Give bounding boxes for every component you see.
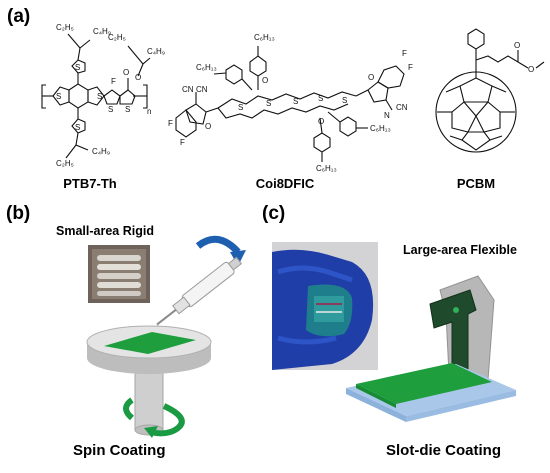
svg-text:S: S xyxy=(293,97,298,106)
svg-text:F: F xyxy=(402,49,407,58)
svg-text:CN: CN xyxy=(182,85,194,94)
svg-text:S: S xyxy=(125,105,130,114)
svg-text:O: O xyxy=(135,73,141,82)
svg-text:S: S xyxy=(238,103,243,112)
svg-text:C₄H₉: C₄H₉ xyxy=(147,47,165,56)
small-rigid-device-photo xyxy=(88,245,150,303)
svg-text:C₂H₅: C₂H₅ xyxy=(56,23,74,32)
panel-label-a: (a) xyxy=(7,6,31,27)
svg-text:CN: CN xyxy=(196,85,208,94)
svg-text:S: S xyxy=(108,105,113,114)
molecule-name-ptb7-th: PTB7-Th xyxy=(63,176,117,191)
small-area-rigid-title: Small-area Rigid xyxy=(56,224,154,238)
rotation-arrow-icon xyxy=(149,403,185,437)
ptb7-th-structure: n S S S S F O O C₄H₉ C₂H₅ S C₄H₉ C₂H₅ S xyxy=(41,23,165,168)
repeat-n-label: n xyxy=(147,107,151,116)
svg-text:S: S xyxy=(97,92,102,101)
spin-coater-illustration xyxy=(86,235,246,438)
chemical-structures: n S S S S F O O C₄H₉ C₂H₅ S C₄H₉ C₂H₅ S xyxy=(41,23,545,173)
svg-text:S: S xyxy=(342,96,347,105)
svg-text:C₆H₁₃: C₆H₁₃ xyxy=(316,164,337,173)
svg-text:O: O xyxy=(318,117,324,126)
svg-text:C₆H₁₃: C₆H₁₃ xyxy=(254,33,275,42)
spin-coating-caption: Spin Coating xyxy=(73,442,166,459)
svg-text:N: N xyxy=(384,111,390,120)
slot-die-coating-caption: Slot-die Coating xyxy=(386,442,501,459)
svg-text:C₄H₉: C₄H₉ xyxy=(93,27,111,36)
svg-text:F: F xyxy=(111,77,116,86)
svg-text:F: F xyxy=(168,119,173,128)
svg-text:S: S xyxy=(75,63,80,72)
svg-text:O: O xyxy=(262,76,268,85)
panel-label-c: (c) xyxy=(262,203,286,224)
svg-text:O: O xyxy=(123,68,129,77)
large-area-flexible-title: Large-area Flexible xyxy=(403,243,517,257)
curved-arrow-icon xyxy=(195,235,241,255)
svg-text:C₂H₅: C₂H₅ xyxy=(56,159,74,168)
svg-text:C₆H₁₃: C₆H₁₃ xyxy=(196,63,217,72)
svg-text:O: O xyxy=(368,73,374,82)
svg-text:C₄H₉: C₄H₉ xyxy=(92,147,110,156)
svg-text:S: S xyxy=(75,123,80,132)
svg-text:S: S xyxy=(56,92,61,101)
slot-die-green-film xyxy=(356,363,492,404)
svg-text:C₂H₅: C₂H₅ xyxy=(108,33,126,42)
pcbm-structure: O O xyxy=(435,28,545,153)
svg-text:C₆H₁₃: C₆H₁₃ xyxy=(370,124,391,133)
svg-text:CN: CN xyxy=(396,103,408,112)
svg-text:O: O xyxy=(205,122,211,131)
svg-text:S: S xyxy=(266,99,271,108)
pipette-icon xyxy=(156,256,243,326)
svg-text:S: S xyxy=(318,94,323,103)
slot-die-illustration xyxy=(346,275,516,422)
spin-coater-green-film xyxy=(104,332,196,354)
coi8dfic-structure: S S S S S O O C₆H₁₃ C₆H₁₃ C₆H₁₃ C₆H₁₃ O … xyxy=(168,33,413,173)
panel-label-b: (b) xyxy=(6,203,31,224)
svg-text:F: F xyxy=(180,138,185,147)
svg-text:F: F xyxy=(408,63,413,72)
svg-text:O: O xyxy=(514,41,520,50)
molecule-name-pcbm: PCBM xyxy=(456,176,496,191)
svg-text:O: O xyxy=(528,65,534,74)
flexible-device-photo xyxy=(272,242,378,370)
molecule-name-coi8dfic: Coi8DFIC xyxy=(255,176,315,191)
